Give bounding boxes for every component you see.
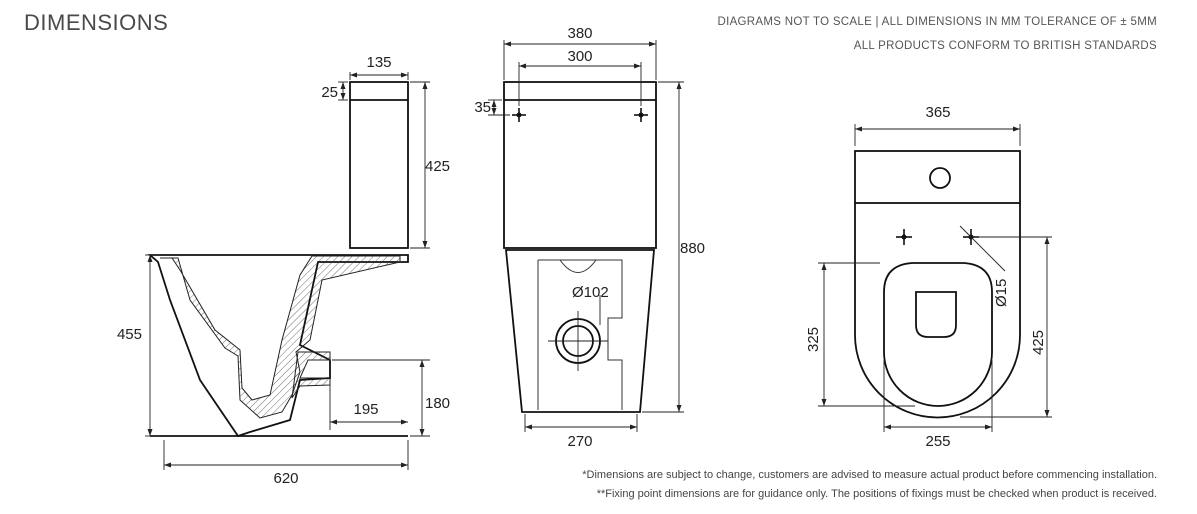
- fixing-point-left: [512, 108, 526, 122]
- top-seat: [883, 262, 993, 407]
- change-disclaimer: *Dimensions are subject to change, custo…: [582, 469, 1157, 481]
- dim-overall-depth: 620: [273, 470, 298, 487]
- dim-cistern-depth: 135: [366, 54, 391, 71]
- dim-overall-width: 365: [925, 104, 950, 121]
- front-pan-outline: [505, 249, 655, 413]
- side-trap-hatch: [160, 255, 401, 419]
- dim-lid-height: 25: [321, 84, 338, 101]
- side-cistern: [349, 81, 409, 249]
- dim-cistern-width: 380: [567, 25, 592, 42]
- dim-outlet-height: 180: [425, 395, 450, 412]
- page-title: DIMENSIONS: [24, 10, 169, 35]
- top-cistern: [854, 150, 1021, 204]
- dim-bowl-length: 425: [1030, 330, 1047, 355]
- standards-note: ALL PRODUCTS CONFORM TO BRITISH STANDARD…: [853, 40, 1157, 52]
- flush-button: [929, 167, 951, 189]
- dim-base-width: 270: [567, 433, 592, 450]
- seat-fixing-left: [896, 229, 912, 245]
- seat-fixing-right: [959, 225, 1006, 272]
- dim-overall-height: 880: [680, 240, 705, 257]
- top-bowl-outline: [854, 203, 1021, 419]
- dim-hole-diameter: Ø15: [993, 279, 1010, 307]
- scale-tolerance-note: DIAGRAMS NOT TO SCALE | ALL DIMENSIONS I…: [717, 16, 1157, 28]
- dim-fixing-spacing: 300: [567, 48, 592, 65]
- fixing-disclaimer: **Fixing point dimensions are for guidan…: [596, 488, 1157, 500]
- dim-outlet-offset: 195: [353, 401, 378, 418]
- dim-seat-length: 325: [805, 327, 822, 352]
- front-view: Ø102 380 300 35 880 270: [474, 25, 705, 450]
- dim-pan-height: 455: [117, 326, 142, 343]
- dim-seat-width: 255: [925, 433, 950, 450]
- side-view: 135 25 425 455 180 195 620: [117, 54, 450, 487]
- fixing-point-right: [634, 108, 648, 122]
- dim-fixing-drop: 35: [474, 99, 491, 116]
- front-cistern: [503, 81, 657, 249]
- dim-cistern-height: 425: [425, 158, 450, 175]
- dim-outlet-diameter: Ø102: [572, 284, 609, 301]
- top-view: Ø15 365 325 425 255: [805, 104, 1052, 450]
